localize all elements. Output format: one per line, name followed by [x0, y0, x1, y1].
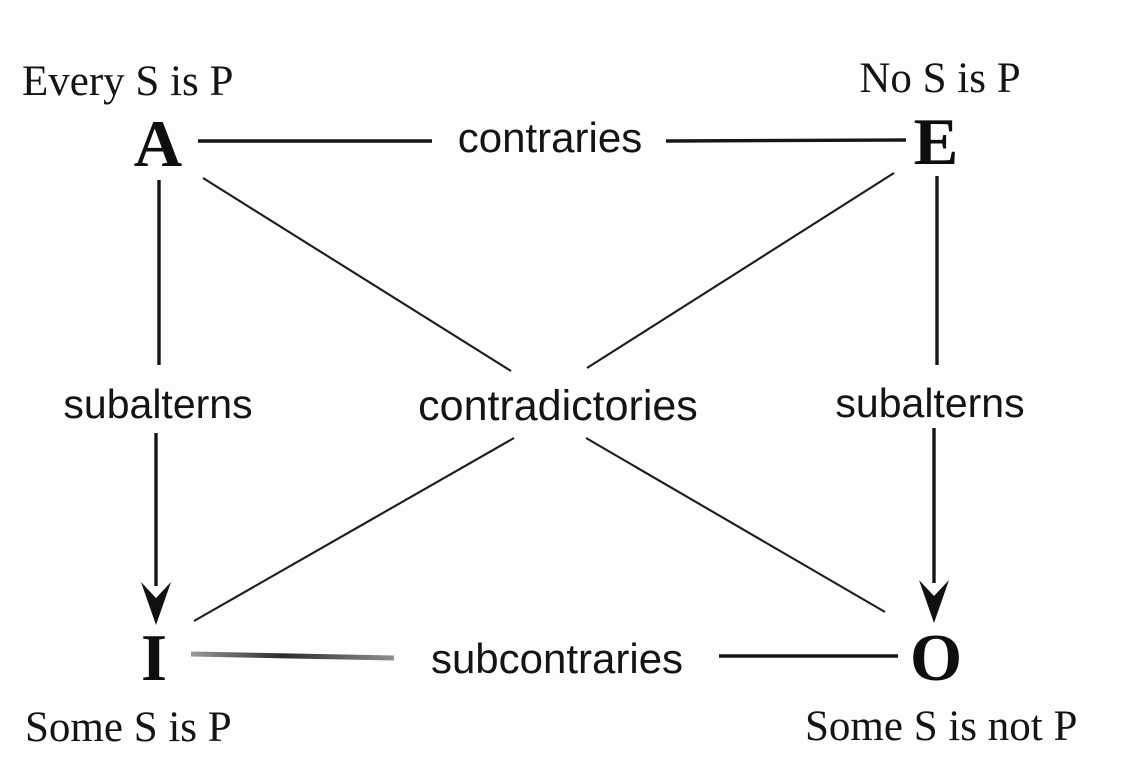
statement-i: Some S is P — [25, 704, 232, 751]
contradictory-line-center-to-o — [585, 437, 886, 613]
subalterns-right-label: subalterns — [835, 380, 1024, 426]
subaltern-left-arrowhead-icon — [141, 582, 171, 625]
contradictory-line-e-to-center — [586, 172, 895, 369]
letter-o: O — [910, 621, 962, 695]
statement-o: Some S is not P — [805, 703, 1077, 750]
statement-e: No S is P — [859, 55, 1020, 102]
letter-e: E — [914, 105, 959, 179]
statement-a: Every S is P — [22, 58, 233, 105]
subaltern-right-arrowhead-icon — [919, 580, 949, 623]
letter-a: A — [134, 107, 182, 181]
contraries-line-right — [665, 138, 907, 143]
subalterns-left-label: subalterns — [63, 381, 252, 427]
subcontraries-line-left — [190, 651, 395, 661]
contradictory-line-a-to-center — [202, 177, 512, 372]
letter-i: I — [141, 621, 167, 695]
contraries-label: contraries — [458, 114, 642, 161]
subcontraries-label: subcontraries — [431, 635, 683, 682]
contradictory-line-center-to-i — [193, 437, 515, 622]
contradictories-label: contradictories — [418, 382, 698, 430]
